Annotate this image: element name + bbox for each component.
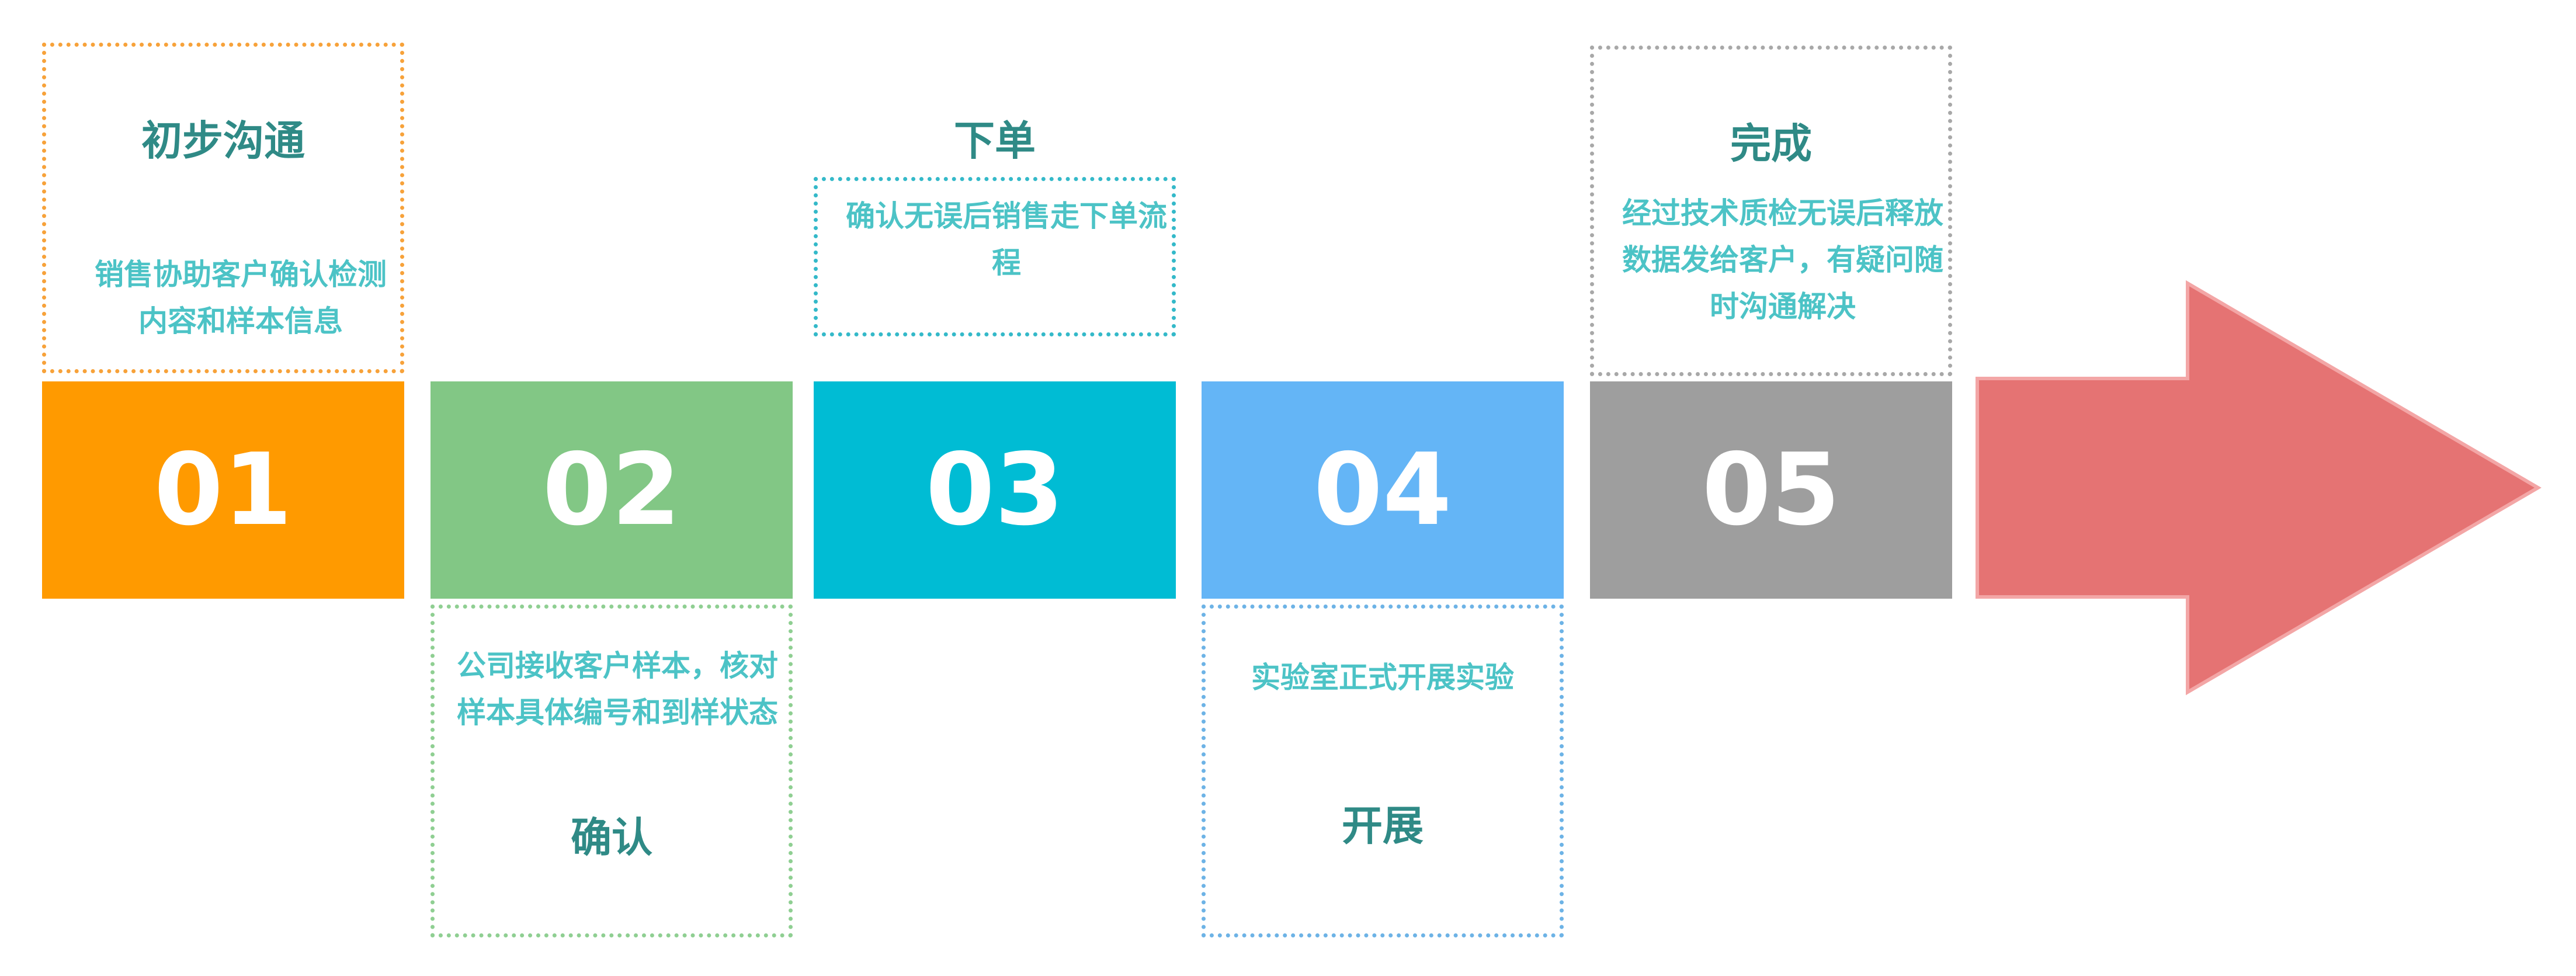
step-05-number: 05	[1702, 432, 1841, 548]
step-03-description: 确认无误后销售走下单流程	[846, 199, 1167, 280]
step-01-info-box	[42, 43, 404, 373]
step-04-block: 04	[1202, 381, 1564, 599]
step-05-block: 05	[1590, 381, 1952, 599]
step-01-description: 销售协助客户确认检测内容和样本信息	[95, 258, 387, 338]
step-01-block: 01	[42, 381, 404, 599]
step-03-title: 下单	[954, 117, 1036, 165]
step-02-description: 公司接收客户样本，核对样本具体编号和到样状态	[457, 649, 778, 730]
step-05-info-box	[1590, 46, 1952, 376]
step-04-description: 实验室正式开展实验	[1251, 661, 1514, 694]
step-01-number: 01	[154, 432, 293, 548]
step-02-title: 确认	[571, 814, 652, 862]
step-01-title: 初步沟通	[141, 117, 305, 165]
step-02-info-box	[431, 605, 793, 937]
step-03-block: 03	[814, 381, 1176, 599]
step-03-number: 03	[925, 432, 1064, 548]
step-04-info-box	[1202, 605, 1564, 937]
step-02-number: 02	[542, 432, 681, 548]
step-05-description: 经过技术质检无误后释放数据发给客户，有疑问随时沟通解决	[1622, 196, 1943, 324]
step-03-info-box	[814, 177, 1176, 336]
arrow-head	[1976, 280, 2542, 696]
step-05-title: 完成	[1730, 120, 1812, 168]
step-04-number: 04	[1313, 432, 1452, 548]
step-02-block: 02	[431, 381, 793, 599]
step-04-title: 开展	[1342, 802, 1424, 850]
